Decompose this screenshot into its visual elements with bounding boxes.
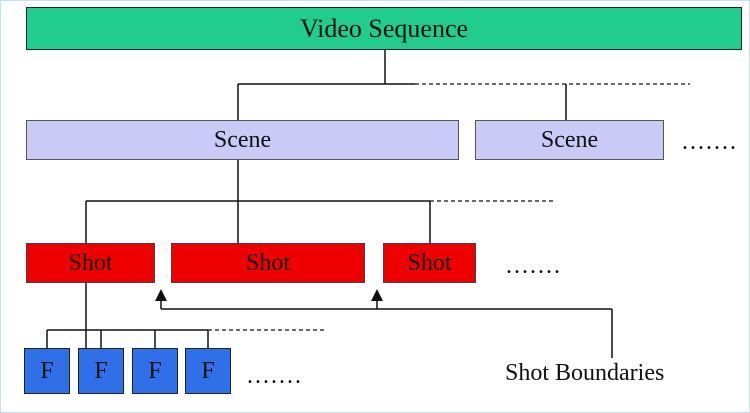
shot-label: Shot: [245, 249, 290, 276]
scene-label: Scene: [540, 126, 599, 153]
frame-label: F: [201, 357, 215, 384]
frame-label: F: [94, 357, 108, 384]
frame-box-3: F: [132, 348, 178, 394]
scene-box-2: Scene: [475, 120, 664, 160]
shot-label: Shot: [68, 249, 113, 276]
frame-label: F: [40, 357, 54, 384]
video-sequence-box: Video Sequence: [26, 7, 742, 50]
frame-label: F: [148, 357, 162, 384]
scene-box-1: Scene: [26, 120, 459, 160]
shot-boundaries-label: Shot Boundaries: [505, 360, 665, 386]
shot-label: Shot: [407, 249, 452, 276]
frame-ellipsis: .......: [247, 363, 303, 389]
shot-box-1: Shot: [26, 243, 155, 283]
shot-box-3: Shot: [383, 243, 476, 283]
frame-box-4: F: [185, 348, 231, 394]
shot-ellipsis: .......: [506, 253, 562, 279]
scene-ellipsis: .......: [682, 129, 738, 155]
frame-box-2: F: [78, 348, 124, 394]
frame-box-1: F: [24, 348, 70, 394]
video-sequence-label: Video Sequence: [299, 13, 469, 43]
scene-label: Scene: [213, 126, 272, 153]
shot-box-2: Shot: [171, 243, 365, 283]
